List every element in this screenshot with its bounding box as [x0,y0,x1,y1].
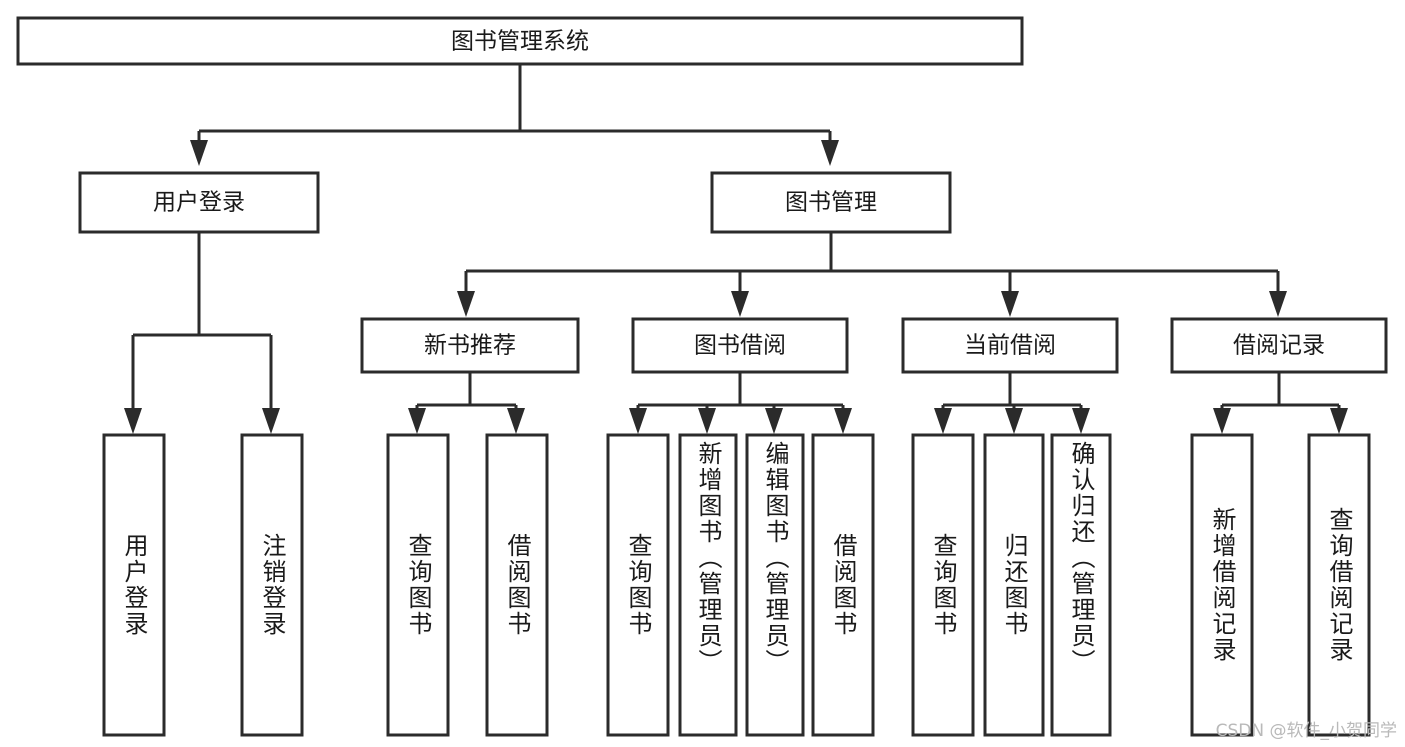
leaf-box-bb-0[interactable] [606,433,670,737]
node-root-system[interactable]: 图书管理系统 [16,16,1024,66]
node-user-login[interactable]: 用户登录 [78,171,320,234]
leaf-box-bb-3[interactable] [811,433,875,737]
arrow-to-new-book-recommend [457,291,475,317]
node-new-book-recommend-label: 新书推荐 [424,333,516,359]
node-book-manage-label: 图书管理 [785,190,877,216]
arrow-to-leaf-bb-3 [834,408,852,434]
leaf-box-user-login-0[interactable] [102,433,166,737]
leaf-box-bb-2[interactable] [745,433,805,737]
arrow-to-leaf-user-login-1 [262,408,280,434]
arrow-to-current-borrow [1001,291,1019,317]
arrow-to-leaf-cb-1 [1005,408,1023,434]
leaf-box-cb-1[interactable] [983,433,1045,737]
leaf-box-cb-0[interactable] [911,433,975,737]
arrow-to-leaf-bb-2 [765,408,783,434]
node-current-borrow-label: 当前借阅 [964,333,1056,359]
leaf-box-bb-1[interactable] [678,433,738,737]
leaf-box-user-login-1[interactable] [240,433,304,737]
leaf-box-nbr-0[interactable] [386,433,450,737]
arrow-to-leaf-user-login-0 [124,408,142,434]
arrow-to-leaf-nbr-0 [408,408,426,434]
arrow-to-book-borrow [731,291,749,317]
leaf-box-br-0[interactable] [1190,433,1254,737]
node-current-borrow[interactable]: 当前借阅 [901,317,1119,374]
leaf-box-nbr-1[interactable] [485,433,549,737]
node-book-manage-box [710,171,952,234]
node-new-book-recommend-box [360,317,580,374]
node-root-system-label: 图书管理系统 [451,29,589,55]
node-book-borrow-label: 图书借阅 [694,333,786,359]
arrow-to-leaf-br-0 [1213,408,1231,434]
node-book-manage[interactable]: 图书管理 [710,171,952,234]
arrow-to-leaf-br-1 [1330,408,1348,434]
node-borrow-record[interactable]: 借阅记录 [1170,317,1388,374]
node-new-book-recommend[interactable]: 新书推荐 [360,317,580,374]
node-book-borrow[interactable]: 图书借阅 [631,317,849,374]
node-book-borrow-box [631,317,849,374]
node-borrow-record-box [1170,317,1388,374]
arrow-to-user-login [190,140,208,166]
node-root-system-box [16,16,1024,66]
leaf-box-br-1[interactable] [1307,433,1371,737]
node-current-borrow-box [901,317,1119,374]
arrow-to-leaf-bb-0 [629,408,647,434]
arrow-to-book-manage [821,140,839,166]
leaf-box-cb-2[interactable] [1050,433,1112,737]
arrow-to-borrow-record [1269,291,1287,317]
arrow-to-leaf-cb-2 [1072,408,1090,434]
arrow-to-leaf-nbr-1 [507,408,525,434]
arrow-to-leaf-cb-0 [934,408,952,434]
node-user-login-label: 用户登录 [153,190,245,216]
node-borrow-record-label: 借阅记录 [1233,333,1325,359]
arrow-to-leaf-bb-1 [698,408,716,434]
